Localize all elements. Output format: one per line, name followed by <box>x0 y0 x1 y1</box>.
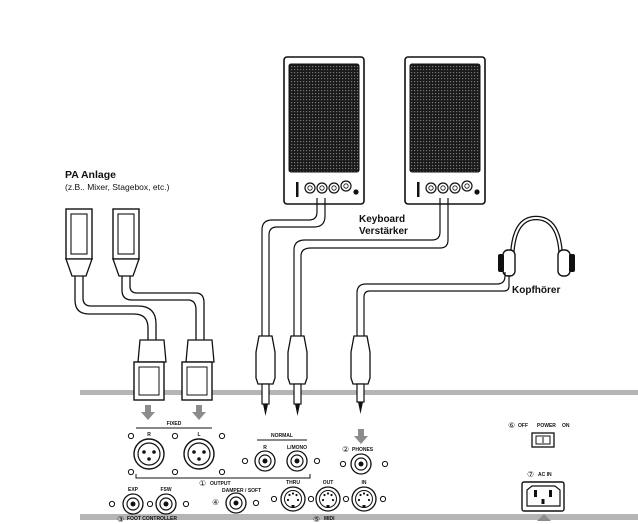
quarter-inch-plug-phones <box>350 335 371 414</box>
amp-cable-r <box>261 198 326 336</box>
power-number: ⑥ <box>508 421 515 430</box>
exp-jack[interactable] <box>122 493 144 515</box>
foot-controller-label: FOOT CONTROLLER <box>127 516 177 522</box>
amp-cable-lmono <box>293 198 449 336</box>
exp-label: EXP <box>128 487 139 493</box>
headphones-label: Kopfhörer <box>512 285 560 296</box>
keyboard-amp-label-line1: Keyboard <box>359 214 405 225</box>
normal-r-jack[interactable] <box>254 450 276 472</box>
xlr-plug-bottom-left <box>133 339 167 401</box>
arrow-down-icon <box>141 405 368 444</box>
panel-bottom-edge <box>80 514 638 520</box>
acin-number: ⑦ <box>527 470 534 479</box>
midi-number: ⑤ <box>313 515 320 524</box>
midi-out-label: OUT <box>323 480 334 486</box>
midi-in-label: IN <box>362 480 367 486</box>
fsw-label: FSW <box>160 487 171 493</box>
xlr-jack-r[interactable] <box>133 438 165 470</box>
keyboard-amplifier-left <box>283 56 365 205</box>
quarter-inch-plug-lmono <box>287 335 308 416</box>
acin-label: AC IN <box>538 472 552 478</box>
damper-number: ④ <box>212 498 219 507</box>
headphones-icon <box>498 215 575 277</box>
ac-inlet[interactable] <box>521 481 565 512</box>
normal-lmono-jack[interactable] <box>286 450 308 472</box>
xlr-plug-bottom-right <box>181 339 215 401</box>
pa-cable-left <box>74 276 157 340</box>
damper-label: DAMPER / SOFT <box>222 488 261 494</box>
output-number: ① <box>199 479 206 488</box>
pa-subtitle: (z.B.. Mixer, Stagebox, etc.) <box>65 182 170 192</box>
foot-controller-number: ③ <box>117 515 124 524</box>
midi-thru-label: THRU <box>286 480 300 486</box>
fixed-label: FIXED <box>167 421 182 427</box>
fixed-r-label: R <box>147 432 151 438</box>
power-off-label: OFF <box>518 423 528 429</box>
phones-number: ② <box>342 445 349 454</box>
midi-label: MIDI <box>324 516 335 522</box>
output-label: OUTPUT <box>210 481 231 487</box>
pa-xlr-plug-left <box>65 208 93 277</box>
power-label: POWER <box>537 423 556 429</box>
power-switch[interactable] <box>531 432 555 448</box>
quarter-inch-plug-r <box>255 335 276 416</box>
pa-xlr-plug-right <box>112 208 140 277</box>
fixed-l-label: L <box>197 432 200 438</box>
normal-r-label: R <box>263 445 267 451</box>
damper-jack[interactable] <box>225 492 247 514</box>
midi-out-jack[interactable] <box>315 486 341 512</box>
pa-cable-right <box>121 276 205 340</box>
keyboard-amplifier-right <box>404 56 486 205</box>
xlr-jack-l[interactable] <box>183 438 215 470</box>
phones-jack[interactable] <box>350 453 372 475</box>
midi-thru-jack[interactable] <box>280 486 306 512</box>
normal-lmono-label: L/MONO <box>287 445 307 451</box>
pa-title: PA Anlage <box>65 169 116 181</box>
output-bracket <box>135 474 311 479</box>
keyboard-amp-label-line2: Verstärker <box>359 226 408 237</box>
phones-label: PHONES <box>352 447 374 453</box>
midi-in-jack[interactable] <box>351 486 377 512</box>
normal-label: NORMAL <box>271 433 293 439</box>
headphones-cable <box>356 272 510 336</box>
power-on-label: ON <box>562 423 570 429</box>
ac-arrow-icon <box>537 514 551 521</box>
fsw-jack[interactable] <box>155 493 177 515</box>
